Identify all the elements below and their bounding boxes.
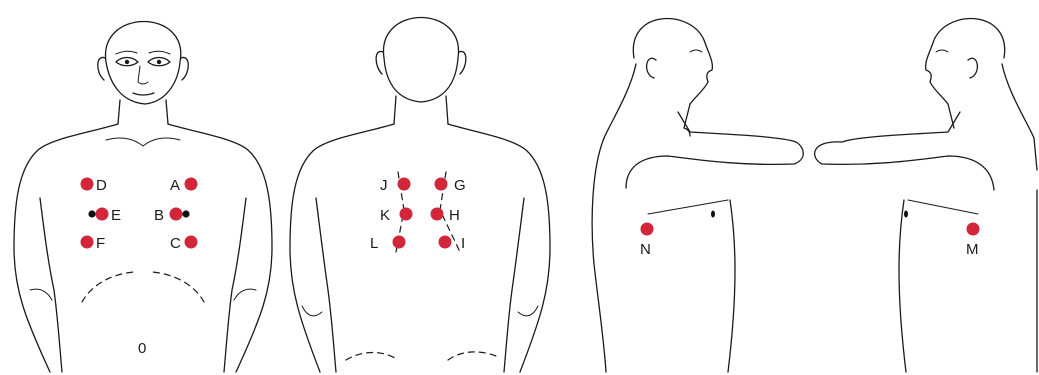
side2-armpit-line	[908, 200, 978, 214]
back-right-armpit	[504, 198, 524, 372]
back-left-ear	[376, 51, 383, 74]
side2-chest	[899, 200, 906, 372]
label-i: I	[461, 235, 465, 252]
side1-eye	[690, 50, 702, 52]
back-buttock-right	[448, 352, 496, 360]
electrode-f	[81, 236, 94, 249]
front-left-pupil	[125, 60, 129, 64]
label-j: J	[380, 177, 388, 194]
label-m: M	[966, 241, 979, 258]
label-b: B	[154, 207, 164, 224]
side2-ear	[968, 58, 977, 78]
electrode-l	[393, 236, 406, 249]
front-left-ear	[98, 57, 105, 80]
electrode-g	[435, 178, 448, 191]
back-left-elbow	[302, 306, 322, 316]
front-mouth	[133, 93, 154, 95]
front-left-armpit	[40, 198, 62, 372]
side2-head	[926, 19, 1005, 104]
back-torso-outline	[290, 124, 394, 372]
electrode-c	[185, 236, 198, 249]
front-collar	[106, 138, 180, 146]
side2-nipple	[904, 211, 908, 218]
front-left-nipple	[88, 210, 95, 217]
label-l: L	[370, 235, 378, 252]
electrode-h	[431, 208, 444, 221]
label-f: F	[96, 235, 105, 252]
electrode-d	[81, 178, 94, 191]
electrode-j	[398, 178, 411, 191]
front-torso-outline-r	[168, 124, 272, 372]
side2-eye	[936, 50, 948, 52]
side1-neck	[604, 64, 690, 138]
front-left-flank	[30, 289, 52, 300]
side1-back	[592, 138, 606, 372]
back-figure: J G K H L I	[290, 18, 550, 373]
navel-glyph: 0	[138, 340, 146, 357]
front-right-nipple	[182, 210, 189, 217]
side1-chest	[728, 200, 735, 372]
front-right-pupil	[157, 60, 161, 64]
side2-back	[1034, 138, 1037, 170]
label-h: H	[449, 207, 460, 224]
front-right-ear	[181, 57, 188, 80]
back-neck	[394, 96, 448, 124]
electrode-a	[185, 178, 198, 191]
electrode-e	[96, 208, 109, 221]
front-rib-right	[152, 272, 204, 302]
front-brows	[116, 51, 170, 54]
front-nose	[138, 66, 148, 84]
back-head	[383, 18, 458, 103]
front-right-armpit	[224, 198, 246, 372]
back-buttock-left	[346, 353, 398, 361]
label-d: D	[96, 177, 107, 194]
electrode-k	[400, 208, 413, 221]
front-figure: 0 D A E B F C	[14, 22, 272, 373]
label-n: N	[640, 241, 651, 258]
electrode-i	[439, 236, 452, 249]
electrode-m	[967, 223, 980, 236]
back-right-elbow	[518, 306, 538, 316]
side1-armpit-line	[648, 200, 728, 214]
front-rib-left	[82, 272, 134, 302]
electrode-b	[170, 208, 183, 221]
side1-nipple	[711, 211, 715, 218]
back-left-armpit	[316, 198, 336, 372]
side2-neck	[948, 64, 1034, 138]
side-figure-left: M	[815, 19, 1037, 372]
side1-arm-top	[626, 112, 803, 188]
label-c: C	[170, 235, 181, 252]
label-k: K	[380, 207, 390, 224]
side2-arm-top	[815, 112, 994, 190]
label-e: E	[111, 207, 121, 224]
back-right-ear	[459, 51, 466, 74]
side1-ear	[647, 58, 656, 78]
label-g: G	[454, 177, 466, 194]
side1-arm-lower	[684, 128, 690, 136]
electrode-n	[641, 223, 654, 236]
label-a: A	[170, 177, 180, 194]
side1-head	[633, 19, 712, 104]
front-right-flank	[234, 289, 256, 300]
side-figure-right: N	[592, 19, 803, 372]
